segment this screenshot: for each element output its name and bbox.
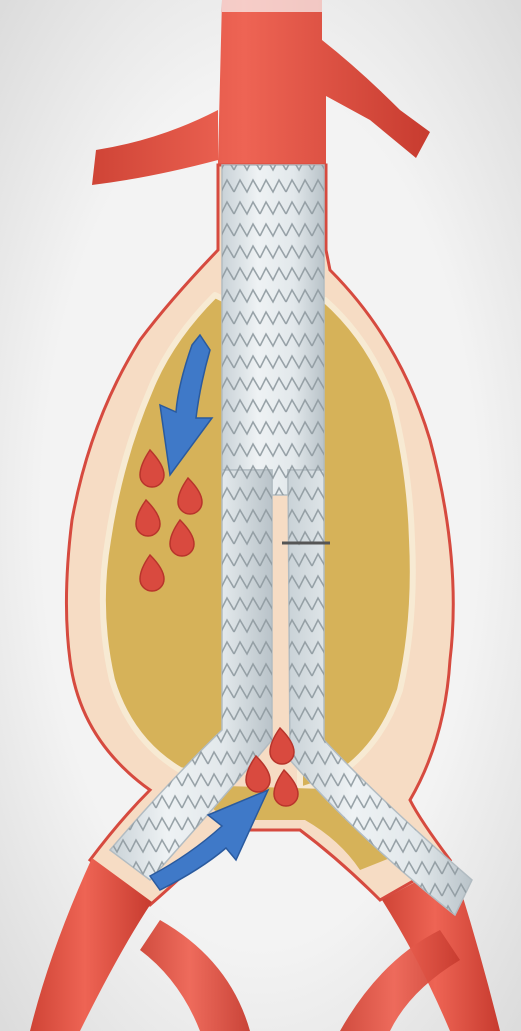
eversion-endograft-diagram <box>0 0 521 1031</box>
diagram-canvas <box>0 0 521 1031</box>
